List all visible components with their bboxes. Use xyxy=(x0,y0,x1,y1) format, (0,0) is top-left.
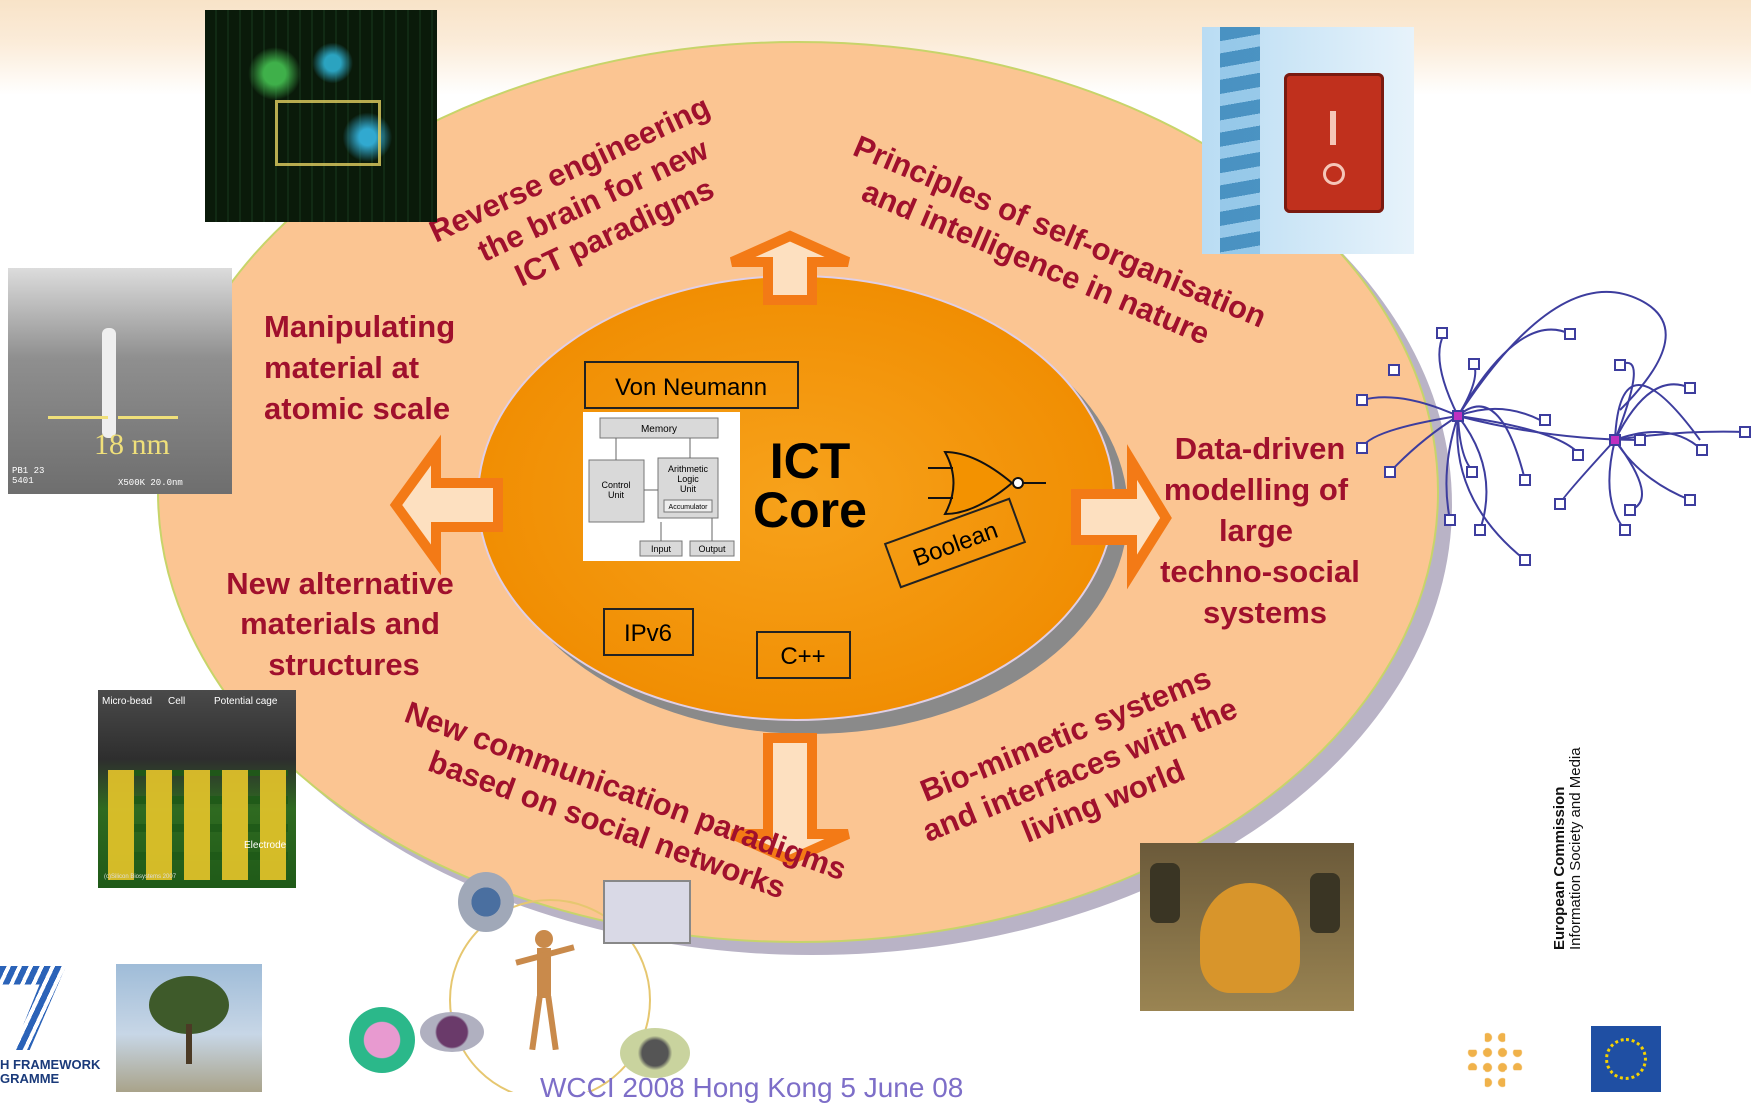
fp7-label: H FRAMEWORK GRAMME xyxy=(0,1058,100,1086)
cell-trap-image: Micro-bead Cell Potential cage Electrode… xyxy=(98,690,296,888)
cpu-alu-label-2: Logic xyxy=(677,474,699,484)
cpu-output-label: Output xyxy=(698,544,726,554)
trap-credit: (c)Silicon Biosystems 2007 xyxy=(104,874,177,880)
sem-footer-left: PB1 23 5401 xyxy=(12,466,45,486)
gadget-image-1 xyxy=(458,872,514,932)
cpu-input-label: Input xyxy=(651,544,672,554)
theme-data-line2: modelling of xyxy=(1164,472,1349,507)
cpu-alu-label-1: Arithmetic xyxy=(668,464,709,474)
footer-caption: WCCI 2008 Hong Kong 5 June 08 xyxy=(540,1072,964,1103)
fp7-label-line2: GRAMME xyxy=(0,1071,60,1086)
cpu-control-label-2: Unit xyxy=(608,490,625,500)
tree-roots-image xyxy=(116,964,262,1092)
theme-materials-line1: New alternative xyxy=(226,566,453,601)
human-figure-image xyxy=(515,930,575,1050)
sem-scale-label: 18 nm xyxy=(94,428,170,461)
cpu-memory-label: Memory xyxy=(641,424,677,435)
trap-label-electrode: Electrode xyxy=(244,840,287,851)
ec-line2: Information Society and Media xyxy=(1567,747,1584,950)
box-cpp: C++ xyxy=(756,631,851,679)
cell-micropillar-image xyxy=(1140,843,1354,1011)
gadget-image-4 xyxy=(420,1012,484,1052)
theme-data-line4: techno-social xyxy=(1160,554,1360,589)
theme-data-driven: Data-driven modelling of large techno-so… xyxy=(1160,431,1360,630)
arrow-up xyxy=(729,230,851,305)
theme-data-line5: systems xyxy=(1203,595,1327,630)
arrow-down xyxy=(729,733,851,866)
ec-line1: European Commission xyxy=(1551,786,1568,950)
box-ipv6: IPv6 xyxy=(603,608,694,656)
neuron-network-image xyxy=(205,10,437,222)
network-hub-1 xyxy=(1452,410,1464,422)
box-cpp-label: C++ xyxy=(780,643,825,670)
theme-manipulating: Manipulating material at atomic scale xyxy=(264,309,455,426)
von-neumann-architecture-diagram: Memory Control Unit Arithmetic Logic Uni… xyxy=(583,412,740,561)
multimedia-orbit xyxy=(449,899,651,1092)
trap-label-microbead: Micro-bead xyxy=(102,696,153,707)
network-hub-2 xyxy=(1609,434,1621,446)
theme-new-materials: New alternative materials and structures xyxy=(226,566,453,682)
trap-label-cell: Cell xyxy=(168,696,186,707)
core-title-line1: ICT xyxy=(770,433,851,489)
gadget-image-5 xyxy=(620,1028,690,1078)
gadget-image-3 xyxy=(349,1007,415,1073)
fp7-logo xyxy=(0,966,70,1056)
network-nodes xyxy=(1356,327,1751,566)
sem-footer-right: X500K 20.0nm xyxy=(118,478,183,488)
trap-label-potential-cage: Potential cage xyxy=(214,696,278,707)
eu-flag-icon xyxy=(1591,1026,1661,1092)
fp7-label-line1: H FRAMEWORK xyxy=(0,1057,101,1072)
arrow-left xyxy=(389,434,503,576)
theme-materials-line3: structures xyxy=(268,647,420,682)
cpu-alu-label-3: Unit xyxy=(680,484,697,494)
theme-manipulating-line2: material at xyxy=(264,350,419,385)
theme-manipulating-line1: Manipulating xyxy=(264,309,455,344)
or-gate-icon xyxy=(928,450,1046,516)
box-von-neumann: Von Neumann xyxy=(584,361,799,409)
dna-switch-image xyxy=(1202,27,1414,254)
theme-materials-line2: materials and xyxy=(240,606,440,641)
theme-data-line3: large xyxy=(1219,513,1293,548)
box-von-neumann-label: Von Neumann xyxy=(615,374,767,401)
cpu-accumulator-label: Accumulator xyxy=(669,504,709,511)
theme-manipulating-line3: atomic scale xyxy=(264,391,450,426)
cpu-control-label-1: Control xyxy=(601,480,630,490)
core-title-line2: Core xyxy=(753,482,867,538)
ec-branding-text: European Commission Information Society … xyxy=(1551,710,1584,950)
theme-data-line1: Data-driven xyxy=(1175,431,1346,466)
box-ipv6-label: IPv6 xyxy=(624,620,672,647)
arrow-right xyxy=(1071,444,1172,590)
gadget-image-2 xyxy=(603,880,691,944)
sem-nanostructure-image: 18 nm PB1 23 5401 X500K 20.0nm xyxy=(8,268,232,494)
